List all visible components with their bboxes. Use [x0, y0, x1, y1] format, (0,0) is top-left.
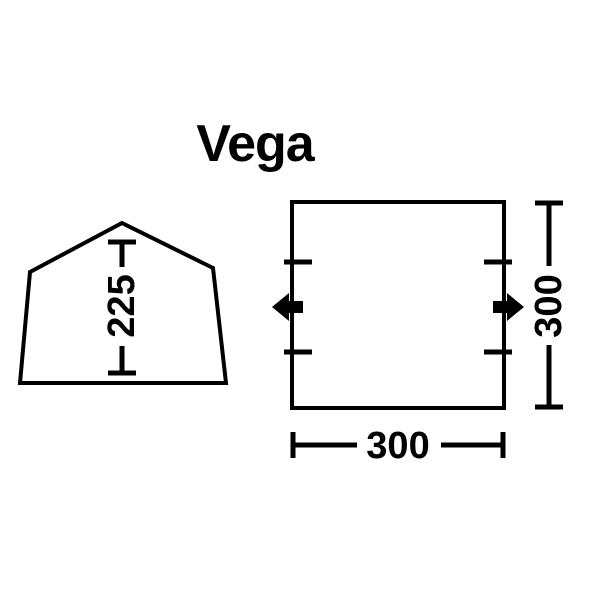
width-dimension-label: 300 [366, 425, 429, 467]
width-dimension-300: 300 [290, 425, 506, 467]
floor-plan-outline [290, 200, 506, 410]
end-elevation-view [17, 220, 229, 385]
height-dimension-label: 225 [101, 274, 143, 337]
left-door [272, 259, 312, 355]
arrow-right-icon [493, 293, 524, 321]
depth-dimension-300: 300 [528, 200, 570, 410]
floor-plan-view [290, 200, 506, 410]
right-door [484, 259, 524, 355]
height-dimension-225: 225 [101, 239, 143, 376]
arrow-left-icon [272, 293, 303, 321]
depth-dimension-label: 300 [528, 274, 570, 337]
page-title: Vega [196, 115, 314, 173]
tent-profile-outline [17, 220, 229, 385]
